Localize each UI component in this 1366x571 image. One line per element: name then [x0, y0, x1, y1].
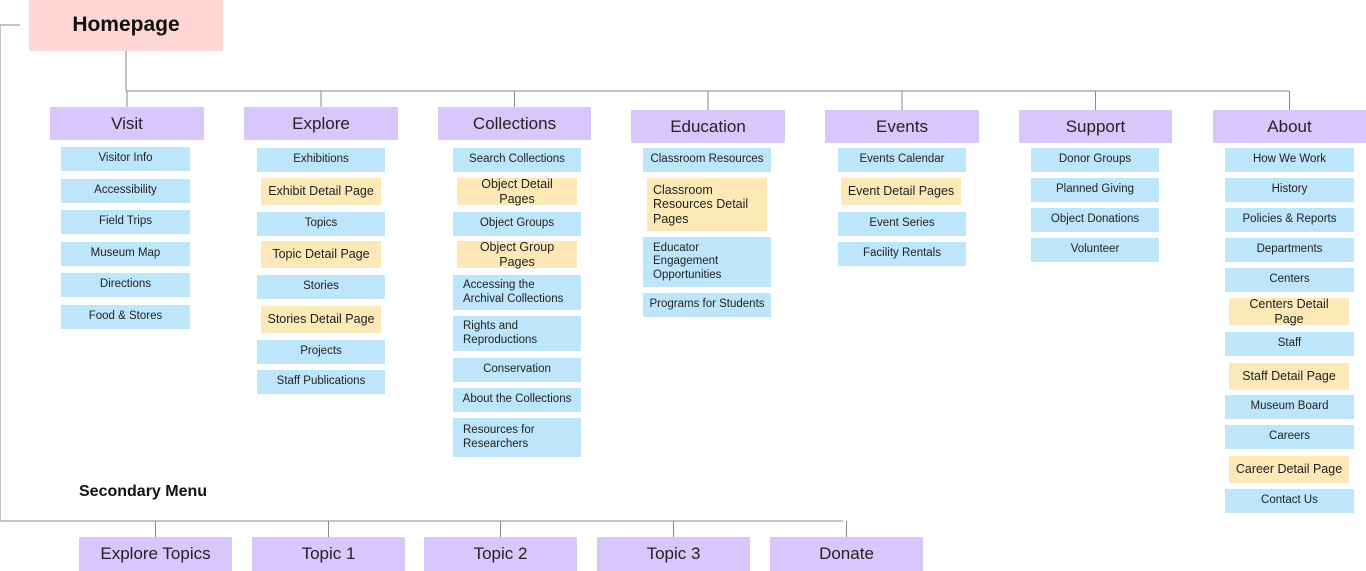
page-planned-giving: Planned Giving — [1031, 178, 1159, 202]
detail-page-stories-detail-page: Stories Detail Page — [261, 306, 381, 333]
page-event-series: Event Series — [838, 212, 966, 236]
page-contact-us: Contact Us — [1225, 489, 1354, 513]
detail-page-staff-detail-page: Staff Detail Page — [1229, 363, 1349, 390]
homepage-node: Homepage — [29, 0, 223, 51]
secondary-item-explore-topics: Explore Topics — [79, 537, 232, 571]
page-object-donations: Object Donations — [1031, 208, 1159, 232]
page-resources-for-researchers: Resources for Researchers — [453, 418, 581, 457]
page-visitor-info: Visitor Info — [61, 147, 190, 171]
detail-page-object-detail-pages: Object Detail Pages — [457, 177, 577, 206]
page-museum-board: Museum Board — [1225, 395, 1354, 419]
section-events: Events — [825, 110, 979, 143]
section-support: Support — [1019, 110, 1172, 143]
detail-page-exhibit-detail-page: Exhibit Detail Page — [261, 178, 381, 205]
page-exhibitions: Exhibitions — [257, 148, 385, 172]
page-stories: Stories — [257, 275, 385, 299]
page-projects: Projects — [257, 340, 385, 364]
page-directions: Directions — [61, 273, 190, 297]
detail-page-centers-detail-page: Centers Detail Page — [1229, 297, 1349, 326]
secondary-item-topic-3: Topic 3 — [597, 537, 750, 571]
section-about: About — [1213, 110, 1366, 143]
detail-page-event-detail-pages: Event Detail Pages — [841, 178, 961, 205]
page-staff-publications: Staff Publications — [257, 370, 385, 394]
page-museum-map: Museum Map — [61, 242, 190, 266]
secondary-item-donate: Donate — [770, 537, 923, 571]
page-programs-for-students: Programs for Students — [643, 293, 771, 317]
page-events-calendar: Events Calendar — [838, 148, 966, 172]
secondary-menu-title: Secondary Menu — [79, 483, 208, 500]
page-policies-and-reports: Policies & Reports — [1225, 208, 1354, 232]
page-centers: Centers — [1225, 268, 1354, 292]
page-field-trips: Field Trips — [61, 210, 190, 234]
page-how-we-work: How We Work — [1225, 148, 1354, 172]
detail-page-object-group-pages: Object Group Pages — [457, 240, 577, 269]
page-food-and-stores: Food & Stores — [61, 305, 190, 329]
section-education: Education — [631, 110, 785, 143]
page-staff: Staff — [1225, 332, 1354, 356]
detail-page-topic-detail-page: Topic Detail Page — [261, 241, 381, 268]
section-explore: Explore — [244, 107, 398, 140]
page-history: History — [1225, 178, 1354, 202]
detail-page-career-detail-page: Career Detail Page — [1229, 456, 1349, 483]
page-facility-rentals: Facility Rentals — [838, 242, 966, 266]
secondary-item-topic-2: Topic 2 — [424, 537, 577, 571]
page-rights-and-reproductions: Rights and Reproductions — [453, 316, 581, 351]
page-volunteer: Volunteer — [1031, 238, 1159, 262]
section-collections: Collections — [438, 107, 591, 140]
secondary-item-topic-1: Topic 1 — [252, 537, 405, 571]
page-educator-engagement-opportunities: Educator Engagement Opportunities — [643, 237, 771, 287]
page-search-collections: Search Collections — [453, 148, 581, 172]
page-careers: Careers — [1225, 425, 1354, 449]
page-donor-groups: Donor Groups — [1031, 148, 1159, 172]
page-conservation: Conservation — [453, 358, 581, 382]
page-classroom-resources: Classroom Resources — [643, 148, 771, 172]
section-visit: Visit — [50, 107, 204, 140]
page-about-the-collections: About the Collections — [453, 388, 581, 412]
page-object-groups: Object Groups — [453, 212, 581, 236]
page-accessing-the-archival-collections: Accessing the Archival Collections — [453, 275, 581, 310]
page-departments: Departments — [1225, 238, 1354, 262]
detail-page-classroom-resources-detail-pages: Classroom Resources Detail Pages — [647, 178, 767, 231]
page-topics: Topics — [257, 212, 385, 236]
page-accessibility: Accessibility — [61, 179, 190, 203]
